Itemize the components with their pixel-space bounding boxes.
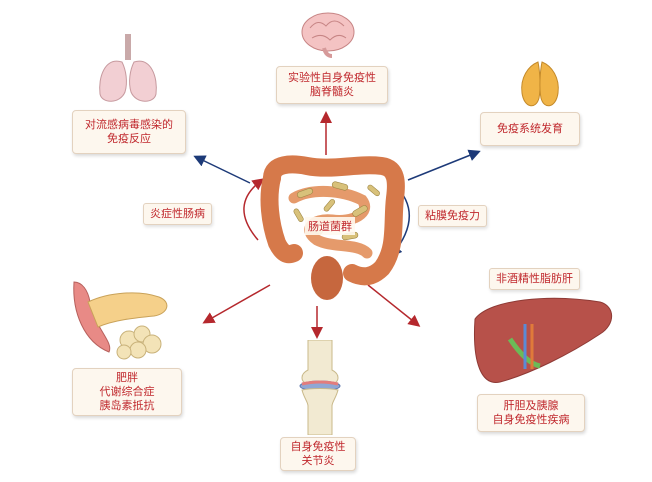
arrow-to-liver xyxy=(367,284,421,327)
arrow-to-thymus xyxy=(407,149,481,181)
lungs-line-2: 免疫反应 xyxy=(107,132,151,145)
center-label: 肠道菌群 xyxy=(305,217,355,235)
pancreas-box: 肥胖 代谢综合症 胰岛素抵抗 xyxy=(72,368,182,416)
label-inflammatory-bowel: 炎症性肠病 xyxy=(143,203,212,225)
brain-box: 实验性自身免疫性 脑脊髓炎 xyxy=(276,66,388,104)
arrow-to-lungs xyxy=(193,155,251,184)
nafld-label: 非酒精性脂肪肝 xyxy=(489,268,580,290)
liver-line-1: 肝胆及胰腺 xyxy=(503,399,559,412)
thymus-box: 免疫系统发育 xyxy=(480,112,580,146)
brain-line-1: 实验性自身免疫性 xyxy=(288,71,376,84)
lungs-box: 对流感病毒感染的 免疫反应 xyxy=(72,110,186,154)
pancreas-line-2: 代谢综合症 xyxy=(99,385,155,398)
joint-line-2: 关节炎 xyxy=(301,454,335,467)
knee-joint-icon xyxy=(299,340,341,435)
liver-box: 肝胆及胰腺 自身免疫性疾病 xyxy=(477,394,585,432)
thymus-line-1: 免疫系统发育 xyxy=(497,122,563,135)
cycle-arc-left xyxy=(243,178,265,241)
arrow-to-pancreas xyxy=(202,284,271,324)
thymus-icon xyxy=(521,61,559,107)
pancreas-line-3: 胰岛素抵抗 xyxy=(99,399,155,412)
brain-icon xyxy=(301,12,355,58)
liver-icon xyxy=(473,297,613,383)
lungs-icon xyxy=(99,34,157,102)
joint-box: 自身免疫性 关节炎 xyxy=(280,437,356,471)
joint-line-1: 自身免疫性 xyxy=(290,440,346,453)
label-mucosal-immunity: 粘膜免疫力 xyxy=(418,205,487,227)
brain-line-2: 脑脊髓炎 xyxy=(310,85,354,98)
lungs-line-1: 对流感病毒感染的 xyxy=(85,118,173,131)
pancreas-line-1: 肥胖 xyxy=(116,371,138,384)
pancreas-icon xyxy=(73,281,168,360)
liver-line-2: 自身免疫性疾病 xyxy=(492,413,570,426)
